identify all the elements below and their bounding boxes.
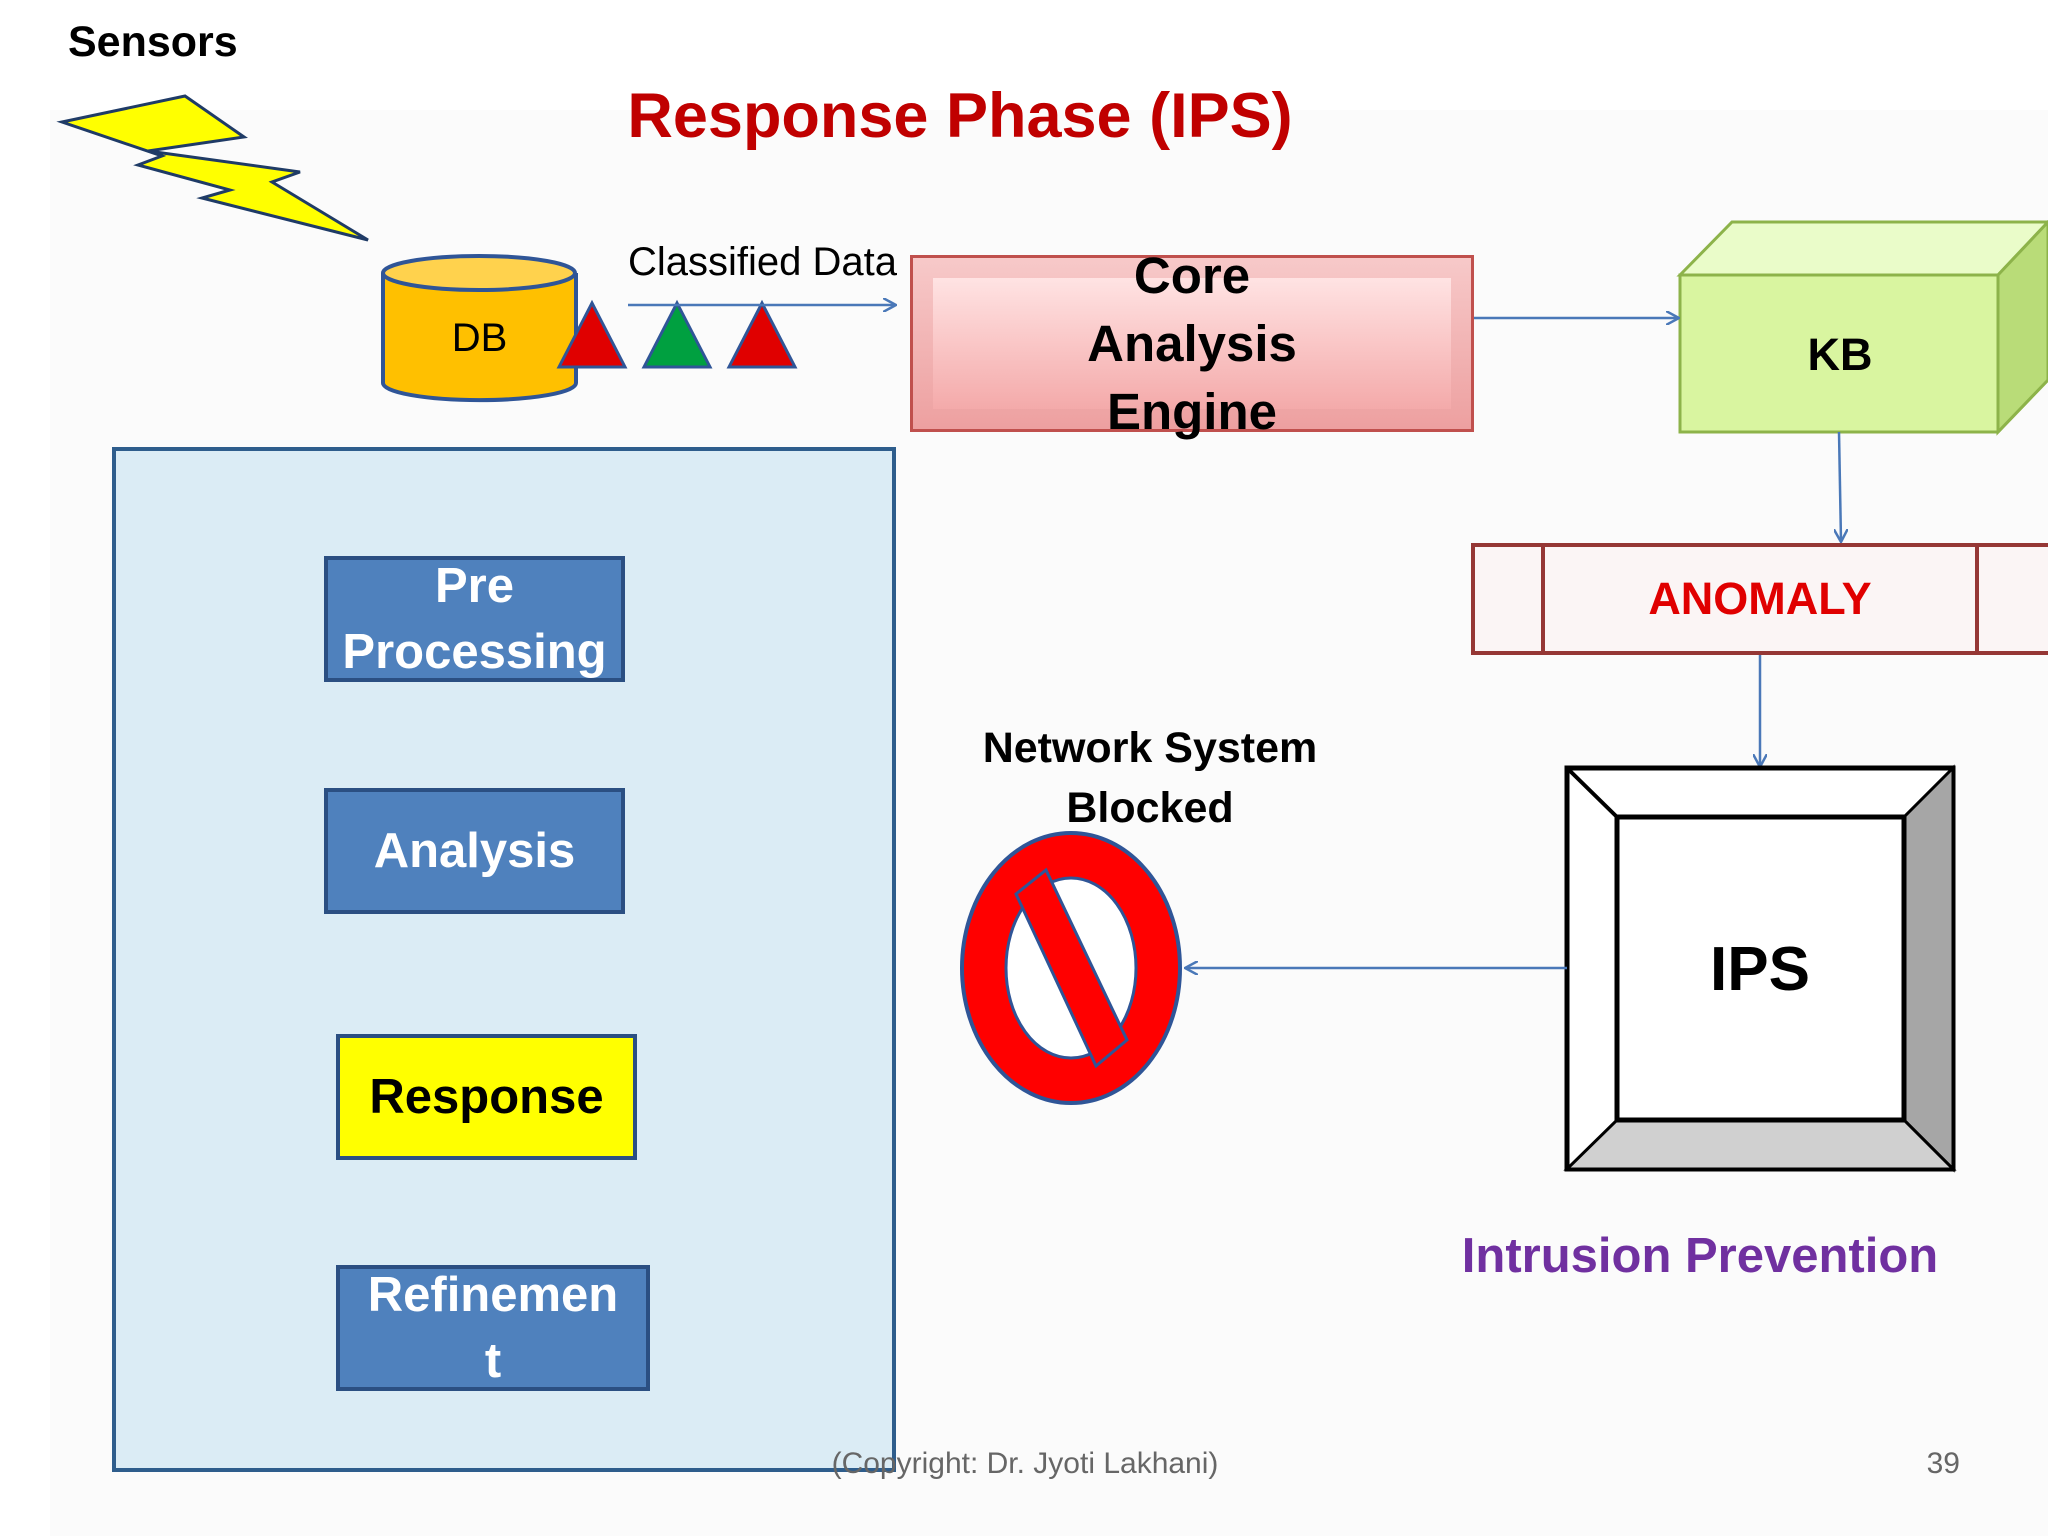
database-icon	[381, 254, 578, 403]
network-blocked-label: Network System Blocked	[900, 718, 1400, 838]
data-packet	[726, 299, 798, 369]
ips-box	[1563, 764, 1957, 1173]
intrusion-prevention-label: Intrusion Prevention	[1461, 1229, 1939, 1283]
db-label: DB	[451, 315, 508, 360]
data-packet	[556, 299, 628, 369]
ips-label: IPS	[1710, 934, 1810, 1004]
anomaly-label: ANOMALY	[1648, 573, 1872, 624]
copyright-text: (Copyright: Dr. Jyoti Lakhani)	[831, 1447, 1219, 1480]
network-blocked-text: Network System Blocked	[982, 724, 1318, 832]
step-refinement: Refinement	[336, 1265, 650, 1391]
step-label: Response	[369, 1070, 604, 1124]
classified-data-label: Classified Data	[628, 240, 898, 284]
page-number: 39	[1926, 1447, 1960, 1480]
step-analysis: Analysis	[324, 788, 625, 914]
lightning-bolt-icon	[56, 94, 369, 242]
core-engine-face	[933, 278, 1451, 409]
data-packets	[556, 299, 798, 369]
data-packet	[641, 299, 713, 369]
anomaly-divider-right	[1975, 543, 1979, 655]
kb-to-anomaly-arrow	[1839, 431, 1841, 541]
kb-label: KB	[1807, 329, 1873, 380]
step-label: Refinement	[367, 1268, 619, 1388]
step-pre-processing: Pre Processing	[324, 556, 625, 682]
kb-cube	[1676, 219, 2048, 436]
anomaly-divider-left	[1541, 543, 1545, 655]
no-entry-icon	[960, 831, 1182, 1105]
step-response: Response	[336, 1034, 637, 1160]
anomaly-box	[1471, 543, 2048, 655]
step-label: Pre Processing	[342, 559, 607, 679]
step-label: Analysis	[373, 824, 576, 878]
sensors-label: Sensors	[68, 18, 238, 66]
core-engine-label: Core Analysis Engine	[1087, 247, 1297, 440]
page-title: Response Phase (IPS)	[627, 81, 1293, 151]
